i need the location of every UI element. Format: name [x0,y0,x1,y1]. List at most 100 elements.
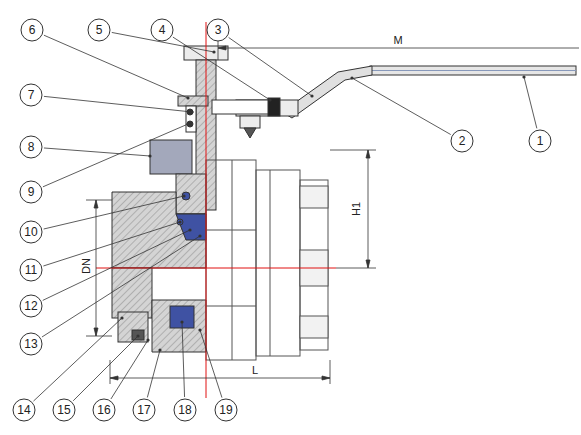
callout-number: 18 [173,398,197,422]
callout-number-text: 19 [219,403,232,417]
leader-dot [120,316,123,319]
callout-number-text: 14 [17,403,30,417]
leader-dot [350,76,353,79]
callout-number-text: 8 [28,140,35,154]
body-section [176,214,206,240]
callout-number: 11 [19,258,43,282]
leader-dot [136,334,139,337]
dimension-label: M [391,34,404,46]
body-section [176,174,206,214]
leader-line [33,318,122,401]
callout-number-text: 18 [178,403,191,417]
body-section [112,192,206,268]
dimension-line [330,150,376,151]
leader-dot [190,110,193,113]
callout-number-text: 4 [159,23,166,37]
callout-number-text: 11 [25,263,37,277]
callout-circle [20,333,42,355]
body-section [112,268,152,318]
callout-number: 14 [12,398,36,422]
callout-number: 2 [450,129,474,153]
leader-line [42,236,200,337]
callout-number: 3 [206,18,230,42]
leader-dot [522,75,525,78]
dimension-label: H1 [350,200,362,218]
body-view [206,160,256,360]
handle [372,70,576,71]
callout-number: 9 [19,180,43,204]
callout-number-text: 3 [215,23,222,37]
callout-circle [21,19,43,41]
leader-dot [198,328,201,331]
dimension-line [96,200,97,336]
callout-number: 6 [20,18,44,42]
callout-circle [151,19,173,41]
leader-dot [212,50,215,53]
leader-dot [178,220,181,223]
stem [212,100,272,114]
body-view [232,160,233,360]
callout-number-text: 15 [57,403,70,417]
callout-circle [13,399,35,421]
leader-line [182,322,185,397]
dimension-line [366,260,370,268]
callout-circle [215,399,237,421]
dimension-line [94,200,98,208]
dimension-line [330,360,331,384]
dimension-line [368,150,369,268]
stem [186,106,196,132]
callout-circle [20,295,42,317]
callout-number: 17 [132,398,156,422]
callout-number: 8 [19,135,43,159]
leader-line [44,196,184,229]
callout-number: 15 [52,398,76,422]
callout-circle [53,399,75,421]
dimension-label: DN [80,256,92,276]
callout-number-text: 9 [28,185,35,199]
callout-circle [20,221,42,243]
callout-number: 7 [19,83,43,107]
callout-number-text: 12 [24,299,37,313]
leader-dot [186,122,189,125]
leader-dot [268,98,271,101]
callout-number-text: 2 [459,134,466,148]
body-view [256,170,300,356]
callout-number: 5 [87,18,111,42]
leader-dot [198,234,201,237]
body-section [112,140,206,352]
leader-dot [180,320,183,323]
dimension-line [86,336,112,337]
dimension-line [86,36,579,384]
callout-number-text: 10 [24,225,37,239]
callout-number: 19 [214,398,238,422]
callout-circle [20,181,42,203]
dimension-line [218,46,226,50]
leader-line [524,77,537,128]
callout-circle [133,399,155,421]
leader-line [43,222,180,266]
callout-circle [451,130,473,152]
dimension-line [336,268,376,269]
callout-circle [20,136,42,158]
leader-line [147,350,160,397]
body-section [132,330,144,340]
leader-line [111,340,148,399]
leader-line [44,148,150,156]
body-section [118,312,148,342]
callout-circle [20,259,42,281]
callout-number: 13 [19,332,43,356]
stem [187,121,193,127]
body-section [150,140,192,174]
callout-number-text: 1 [537,134,544,148]
dimension-line [110,376,118,380]
callout-circle [174,399,196,421]
callout-circle [207,19,229,41]
callout-number-text: 16 [97,403,110,417]
body-view [270,170,271,356]
body-view [300,180,328,350]
handle [240,116,260,128]
callout-number: 12 [19,294,43,318]
body-view [206,160,328,360]
